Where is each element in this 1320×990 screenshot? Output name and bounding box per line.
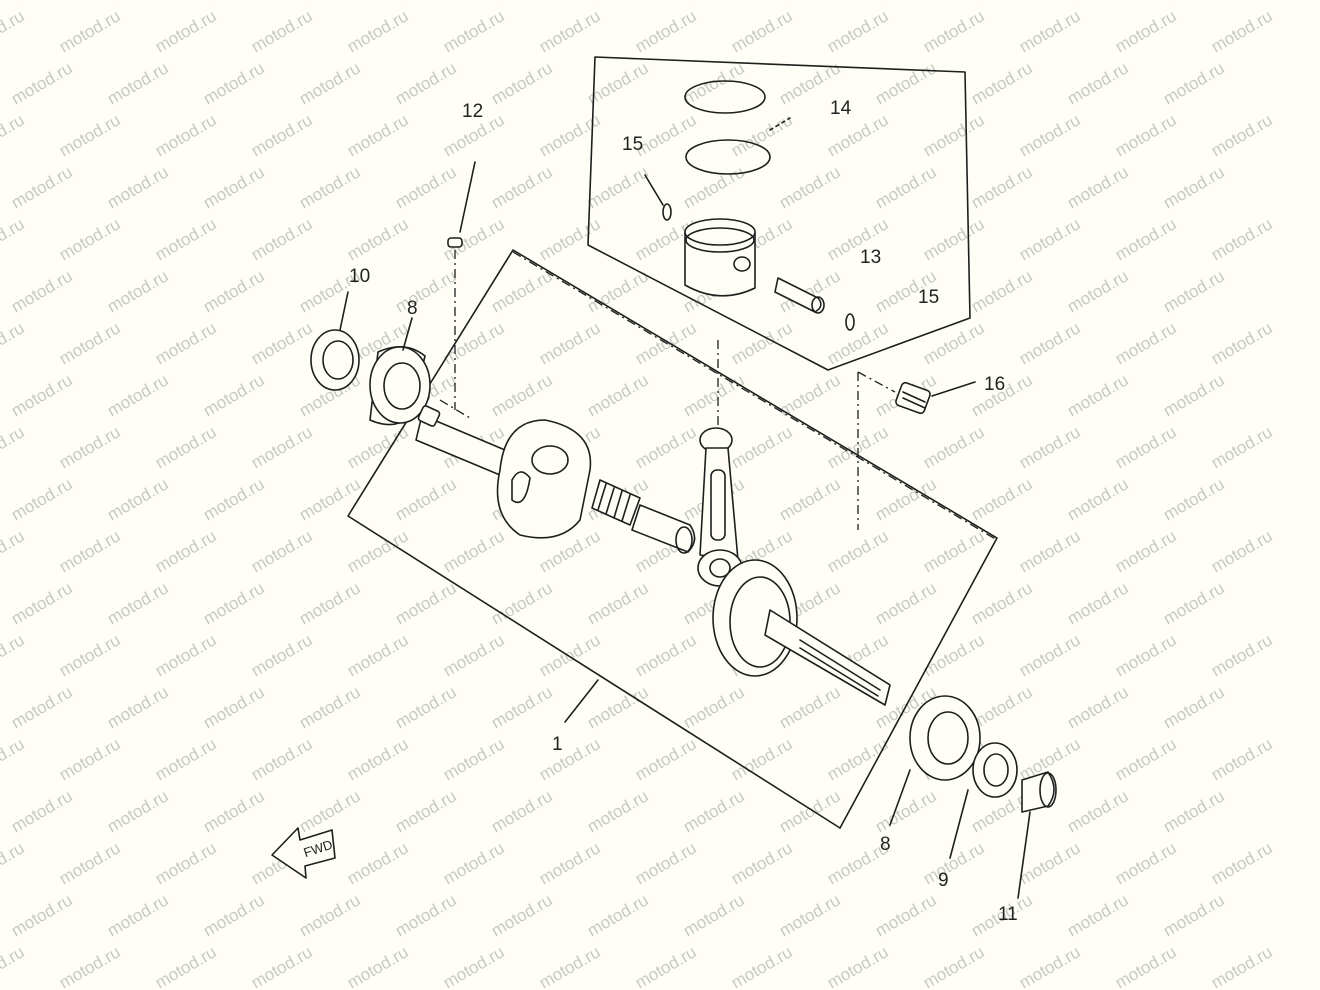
callout-12: 12 bbox=[462, 101, 483, 122]
circlip-right bbox=[845, 313, 855, 331]
callout-9: 9 bbox=[938, 870, 949, 891]
left-oil-seal bbox=[310, 329, 360, 391]
crankshaft-group-frame bbox=[347, 249, 998, 829]
callout-14: 14 bbox=[830, 98, 852, 119]
crank-right-half bbox=[712, 559, 891, 706]
callout-labels: 1 8 8 9 10 11 12 13 14 15 15 16 bbox=[349, 98, 1018, 925]
piston-rings bbox=[684, 80, 771, 175]
callout-15-left: 15 bbox=[622, 134, 643, 155]
crank-pin bbox=[631, 504, 696, 554]
callout-10: 10 bbox=[349, 266, 370, 287]
callout-8-left: 8 bbox=[407, 298, 418, 319]
front-direction-marker: FWD bbox=[271, 827, 336, 879]
connecting-rod bbox=[697, 427, 743, 587]
callout-11: 11 bbox=[998, 904, 1018, 925]
piston-pin bbox=[774, 277, 825, 314]
callout-13: 13 bbox=[860, 247, 881, 268]
left-bearing bbox=[369, 346, 431, 426]
right-oil-seal bbox=[972, 742, 1018, 798]
piston bbox=[684, 218, 756, 297]
callout-1: 1 bbox=[552, 734, 563, 755]
crank-left-half bbox=[415, 405, 592, 539]
callout-8-right: 8 bbox=[880, 834, 891, 855]
callout-15-right: 15 bbox=[918, 287, 939, 308]
piston-group-frame bbox=[587, 56, 971, 371]
big-end-bearing bbox=[591, 479, 641, 526]
callout-16: 16 bbox=[984, 374, 1005, 395]
woodruff-key bbox=[447, 237, 463, 248]
right-bearing bbox=[909, 695, 981, 781]
circlip-left bbox=[662, 203, 672, 221]
small-end-bearing bbox=[895, 381, 931, 415]
leader-lines bbox=[339, 117, 1031, 899]
spacer-collar bbox=[1021, 771, 1057, 813]
center-lines bbox=[439, 250, 998, 541]
